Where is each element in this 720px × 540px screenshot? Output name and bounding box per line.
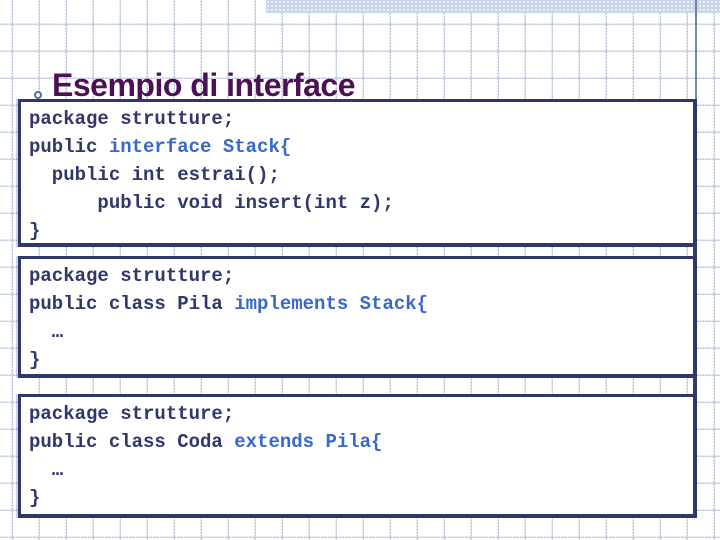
code-line: … (29, 456, 693, 484)
code-line: package strutture; (29, 105, 693, 133)
code-segment: package strutture; (29, 265, 235, 287)
code-segment: } (29, 220, 41, 242)
code-segment: public void insert(int z); (29, 192, 394, 214)
hollow-bullet-icon (34, 91, 42, 99)
code-line: package strutture; (29, 262, 693, 290)
slide-title: Esempio di interface (52, 67, 355, 104)
code-segment: } (29, 349, 41, 371)
code-line: public int estrai(); (29, 161, 693, 189)
code-segment: package strutture; (29, 108, 235, 130)
code-segment: … (29, 459, 64, 481)
code-line: public void insert(int z); (29, 189, 693, 217)
right-rule-top-segment (695, 0, 697, 100)
code-line: } (29, 346, 693, 374)
code-segment-keyword: interface Stack{ (108, 136, 292, 158)
code-line: public class Coda extends Pila{ (29, 428, 693, 456)
code-segment: } (29, 487, 41, 509)
code-box-interface-stack: package strutture; public interface Stac… (18, 99, 697, 247)
code-segment: public (29, 136, 109, 158)
code-line: } (29, 484, 693, 512)
code-segment-keyword: extends Pila{ (234, 431, 383, 453)
code-segment: package strutture; (29, 403, 235, 425)
code-box-class-coda: package strutture; public class Coda ext… (18, 394, 697, 518)
code-line: … (29, 318, 693, 346)
code-line: package strutture; (29, 400, 693, 428)
code-line: public interface Stack{ (29, 133, 693, 161)
code-line: } (29, 217, 693, 243)
code-segment: … (29, 321, 64, 343)
code-line: public class Pila implements Stack{ (29, 290, 693, 318)
code-segment: public class Pila (29, 293, 235, 315)
code-segment: public class Coda (29, 431, 235, 453)
code-segment: public int estrai(); (29, 164, 280, 186)
code-box-class-pila: package strutture; public class Pila imp… (18, 256, 697, 378)
code-segment-keyword: implements Stack{ (234, 293, 429, 315)
top-decorative-band (266, 0, 720, 13)
